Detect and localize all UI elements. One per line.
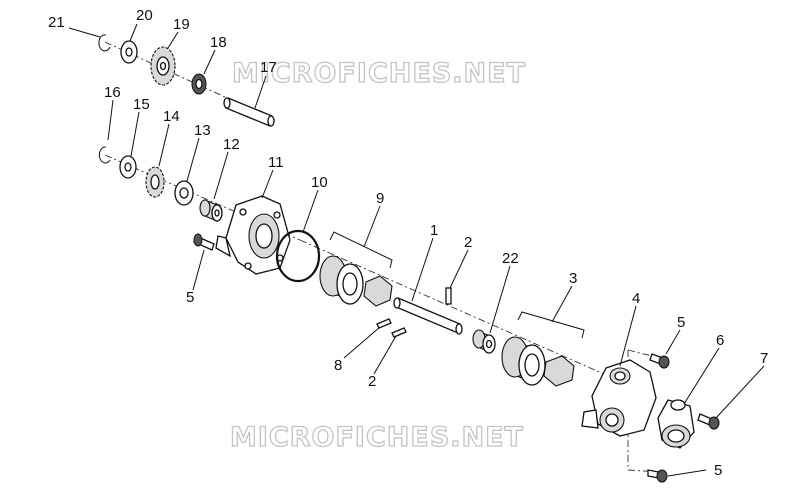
- callout-16: 16: [104, 84, 121, 101]
- callout-17: 17: [260, 59, 277, 76]
- watermark-top: MICROFICHES.NET: [232, 58, 526, 89]
- part-10-o-ring: [275, 229, 321, 283]
- callout-14: 14: [163, 108, 180, 125]
- callout-7: 7: [760, 350, 768, 367]
- assembly-axis-lines: [104, 41, 661, 473]
- part-18-needle-bearing: [191, 73, 207, 95]
- callout-8: 8: [334, 357, 342, 374]
- part-3-rotor-set: [501, 336, 575, 387]
- part-21-circlip: [98, 34, 111, 52]
- part-11-pump-cover: [215, 195, 291, 275]
- callout-3: 3: [569, 270, 577, 287]
- bracket-group-9: [329, 231, 393, 269]
- callout-22: 22: [502, 250, 519, 267]
- callout-6: 6: [716, 332, 724, 349]
- callout-5-lower-right: 5: [714, 462, 722, 479]
- callout-5-left: 5: [186, 289, 194, 306]
- callout-5-upper-right: 5: [677, 314, 685, 331]
- callout-20: 20: [136, 7, 153, 24]
- part-5-bolt-left: [193, 233, 215, 251]
- part-7-bolt: [697, 413, 720, 430]
- part-4-pump-body: [581, 359, 657, 437]
- leader-lines: [68, 23, 765, 477]
- callout-13: 13: [194, 122, 211, 139]
- part-14-gear: [145, 166, 165, 198]
- callout-15: 15: [133, 96, 150, 113]
- callout-10: 10: [311, 174, 328, 191]
- part-2-pin-upper: [445, 287, 452, 305]
- watermark-bottom: MICROFICHES.NET: [230, 422, 524, 453]
- callout-2-lower: 2: [368, 373, 376, 390]
- part-8-pin: [376, 318, 392, 329]
- part-17-shaft: [223, 97, 275, 127]
- callout-4: 4: [632, 290, 640, 307]
- part-2-pin-lower: [391, 327, 407, 338]
- part-20-washer: [120, 40, 138, 64]
- callout-9: 9: [376, 190, 384, 207]
- callout-12: 12: [223, 136, 240, 153]
- bracket-group-3: [517, 311, 585, 339]
- part-16-circlip: [98, 146, 111, 164]
- part-15-washer: [119, 155, 137, 179]
- part-22-bushing: [472, 329, 496, 354]
- part-19-sprocket: [150, 46, 176, 86]
- callout-labels: 21 20 19 18 17 16 15 14 13 12 11 10 9 1 …: [48, 7, 768, 479]
- part-13-washer: [174, 180, 194, 206]
- part-9-rotor-set: [319, 255, 393, 307]
- part-1-pump-shaft: [393, 297, 463, 335]
- part-5-bolt-lower-right: [647, 469, 668, 483]
- callout-1: 1: [430, 222, 438, 239]
- part-6-elbow-fitting: [657, 399, 695, 449]
- callout-21: 21: [48, 14, 65, 31]
- part-12-bushing: [199, 199, 223, 222]
- callout-2-upper: 2: [464, 234, 472, 251]
- callout-19: 19: [173, 16, 190, 33]
- callout-18: 18: [210, 34, 227, 51]
- part-5-bolt-upper-right: [649, 353, 670, 369]
- callout-11: 11: [268, 154, 284, 171]
